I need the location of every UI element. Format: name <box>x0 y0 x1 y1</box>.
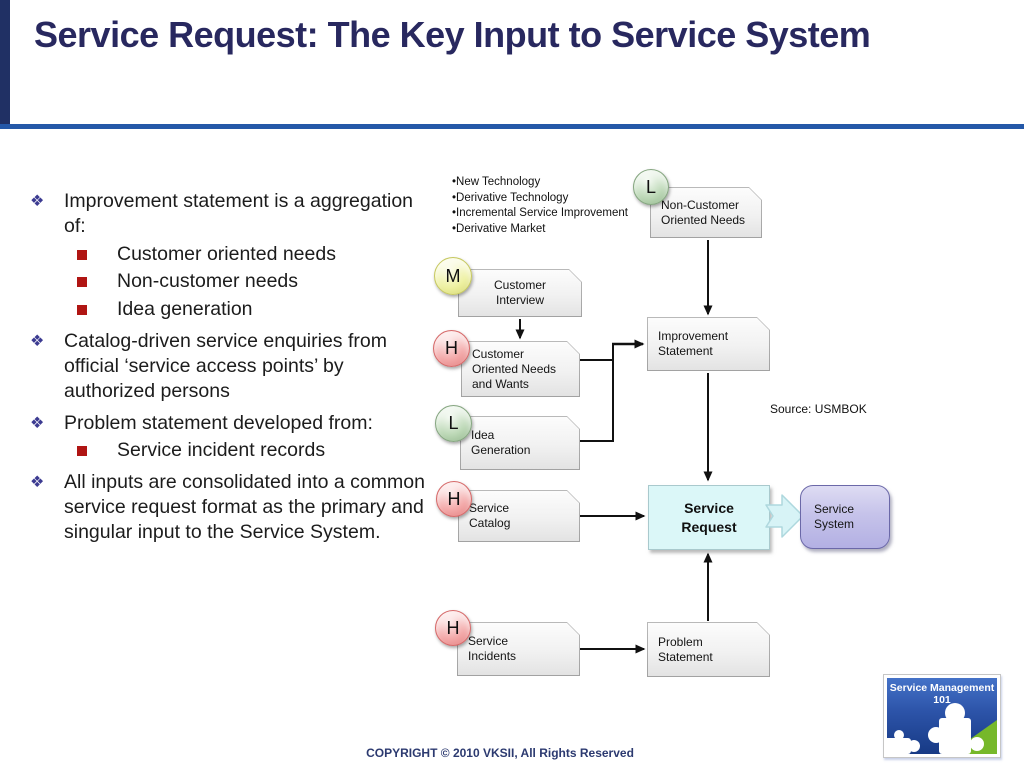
list-item: ❖ Problem statement developed from: <box>28 411 464 436</box>
node-problem-statement: Problem Statement <box>647 622 770 677</box>
node-label: Service Catalog <box>469 501 511 530</box>
square-bullet-icon <box>77 446 87 456</box>
priority-badge-medium: M <box>434 257 472 295</box>
bullet-text: Idea generation <box>117 297 253 320</box>
note-line: •Derivative Technology <box>452 191 569 204</box>
bullet-text: Improvement statement is a aggregation o… <box>64 190 414 237</box>
square-bullet-icon <box>77 304 87 315</box>
bullet-text: Non-customer needs <box>117 270 299 292</box>
logo-title: Service Management 101 <box>889 682 995 706</box>
logo-background: Service Management 101 <box>887 678 997 754</box>
node-service-request: Service Request <box>648 485 770 550</box>
list-item: ❖ Catalog-driven service enquiries from o… <box>28 329 464 404</box>
node-label: Problem Statement <box>658 634 713 664</box>
node-label: Customer Interview <box>493 278 546 307</box>
puzzle-pieces-icon <box>887 703 997 754</box>
diamond-bullet-icon: ❖ <box>30 474 45 491</box>
note-line: •New Technology <box>452 176 541 188</box>
bullet-list: ❖ Improvement statement is a aggregation … <box>28 182 464 547</box>
square-bullet-icon <box>77 249 87 260</box>
diamond-bullet-icon: ❖ <box>30 414 45 432</box>
priority-badge-high: H <box>436 481 472 517</box>
block-arrow-icon <box>765 494 804 538</box>
node-service-incidents: Service Incidents <box>457 622 580 676</box>
node-customer-oriented-needs-and-wants: Customer Oriented Needs and Wants <box>461 341 580 397</box>
node-non-customer-oriented-needs: Non-Customer Oriented Needs <box>650 187 762 238</box>
node-label: Non-Customer Oriented Needs <box>661 197 746 227</box>
node-label: Service System <box>814 502 855 531</box>
diamond-bullet-icon: ❖ <box>30 332 45 350</box>
priority-badge-low: L <box>435 405 472 442</box>
input-source-notes: •New Technology •Derivative Technology •… <box>452 175 628 237</box>
copyright-footer: COPYRIGHT © 2010 VKSII, All Rights Reser… <box>366 746 634 760</box>
bullet-text: Problem statement developed from: <box>64 411 373 434</box>
square-bullet-icon <box>77 277 87 287</box>
node-service-catalog: Service Catalog <box>458 490 580 542</box>
bullet-text: Service incident records <box>117 439 326 461</box>
priority-badge-high: H <box>435 610 471 646</box>
node-label: Customer Oriented Needs and Wants <box>472 346 557 391</box>
node-service-system: Service System <box>800 485 890 549</box>
priority-badge-high: H <box>433 330 470 367</box>
note-line: •Incremental Service Improvement <box>452 207 628 219</box>
node-label: Improvement Statement <box>658 329 729 358</box>
node-label: Service Request <box>681 499 737 535</box>
list-item: Service incident records <box>28 438 464 463</box>
service-management-101-logo: Service Management 101 <box>883 674 1001 758</box>
bullet-text: Customer oriented needs <box>117 242 336 265</box>
list-item: ❖ All inputs are consolidated into a comm… <box>28 470 464 545</box>
list-item: Customer oriented needs <box>28 242 464 267</box>
source-citation: Source: USMBOK <box>770 402 867 416</box>
list-item: Non-customer needs <box>28 269 464 294</box>
priority-badge-low: L <box>633 169 669 205</box>
node-improvement-statement: Improvement Statement <box>647 317 770 371</box>
diamond-bullet-icon: ❖ <box>30 193 45 210</box>
page-title: Service Request: The Key Input to Servic… <box>34 14 871 55</box>
note-line: •Derivative Market <box>452 222 546 235</box>
node-label: Service Incidents <box>468 634 517 663</box>
bullet-text: Catalog-driven service enquiries from of… <box>64 329 387 402</box>
node-label: Idea Generation <box>471 428 531 457</box>
list-item: ❖ Improvement statement is a aggregation … <box>28 189 464 239</box>
list-item: Idea generation <box>28 297 464 322</box>
node-customer-interview: Customer Interview <box>458 269 582 317</box>
title-divider <box>0 124 1024 129</box>
node-idea-generation: Idea Generation <box>460 416 580 470</box>
bullet-text: All inputs are consolidated into a commo… <box>64 471 425 543</box>
left-accent-bar <box>0 0 10 127</box>
